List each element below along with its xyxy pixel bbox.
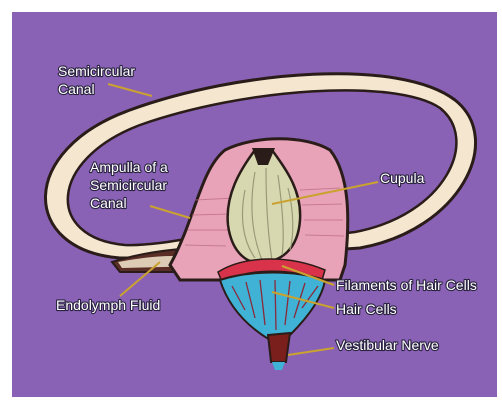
label-endolymph-fluid: Endolymph Fluid: [56, 297, 160, 313]
vestibular-nerve: [268, 333, 290, 362]
label-cupula: Cupula: [380, 170, 425, 186]
label-ampulla-line2: Semicircular: [90, 177, 167, 193]
label-vestibular-nerve: Vestibular Nerve: [336, 337, 439, 353]
label-filaments-of-hair-cells: Filaments of Hair Cells: [336, 277, 477, 293]
label-ampulla-line1: Ampulla of a: [90, 159, 168, 175]
label-ampulla-line3: Canal: [90, 195, 127, 211]
label-semicircular-canal-line2: Canal: [58, 81, 95, 97]
label-hair-cells: Hair Cells: [336, 301, 397, 317]
label-semicircular-canal-line1: Semicircular: [58, 63, 135, 79]
